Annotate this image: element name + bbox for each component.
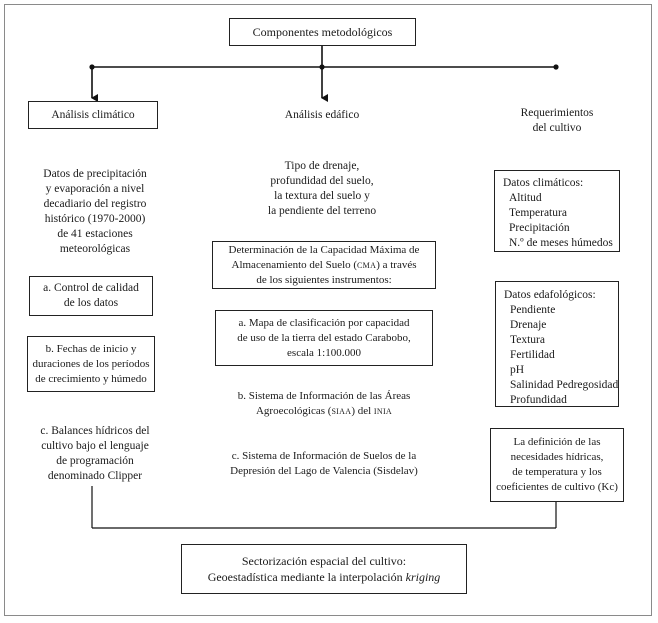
datos-climaticos-box: Datos climáticos: Altitud Temperatura Pr… (494, 170, 620, 252)
climatico-item: Temperatura (509, 207, 567, 219)
root-box: Componentes metodológicos (229, 18, 416, 46)
edafologico-item: Fertilidad (510, 349, 555, 361)
climatico-item: N.º de meses húmedos (509, 237, 613, 249)
balances-text: c. Balances hídricos del cultivo bajo el… (40, 425, 150, 482)
climatico-header-box: Análisis climático (28, 101, 158, 129)
datos-edafologicos-box: Datos edafológicos: Pendiente Drenaje Te… (495, 281, 619, 407)
requerimientos-title: Requerimientos del cultivo (520, 107, 594, 134)
control-calidad-box: a. Control de calidad de los datos (29, 276, 153, 316)
kriging-em: kriging (405, 570, 441, 584)
edafologico-item: pH (510, 364, 525, 376)
edafologico-item: Profundidad (510, 394, 567, 406)
diagram-frame (4, 4, 652, 616)
branch-dot-right (553, 64, 559, 70)
edafico-title: Análisis edáfico (284, 109, 360, 121)
sisdelav-text: c. Sistema de Información de Suelos de l… (230, 450, 418, 477)
siaa-abbr: SIAA (331, 405, 352, 417)
cma-box: Determinación de la Capacidad Máxima de … (212, 241, 436, 289)
inia-abbr: INIA (373, 405, 393, 417)
edafico-tipo-text: Tipo de drenaje, profundidad del suelo, … (267, 160, 377, 217)
edafologico-item: Pendiente (510, 304, 556, 316)
siaa-text: b. Sistema de Información de las Áreas A… (237, 390, 411, 417)
sectorizacion-box: Sectorización espacial del cultivo: Geoe… (181, 544, 467, 594)
climatico-item: Altitud (509, 192, 542, 204)
edafologico-item: Textura (510, 334, 545, 346)
cma-abbr: CMA (357, 258, 377, 271)
edafologico-item: Salinidad Pedregosidad (510, 379, 619, 391)
edafologico-item: Drenaje (510, 319, 547, 331)
climatico-title: Análisis climático (51, 108, 135, 121)
definicion-box: La definición de las necesidades hídrica… (490, 428, 624, 502)
mapa-box: a. Mapa de clasificación por capacidad d… (215, 310, 433, 366)
climatico-item: Precipitación (509, 222, 570, 234)
fechas-box: b. Fechas de inicio y duraciones de los … (27, 336, 155, 392)
root-title: Componentes metodológicos (252, 24, 393, 39)
climatico-datos-text: Datos de precipitación y evaporación a n… (43, 168, 147, 255)
